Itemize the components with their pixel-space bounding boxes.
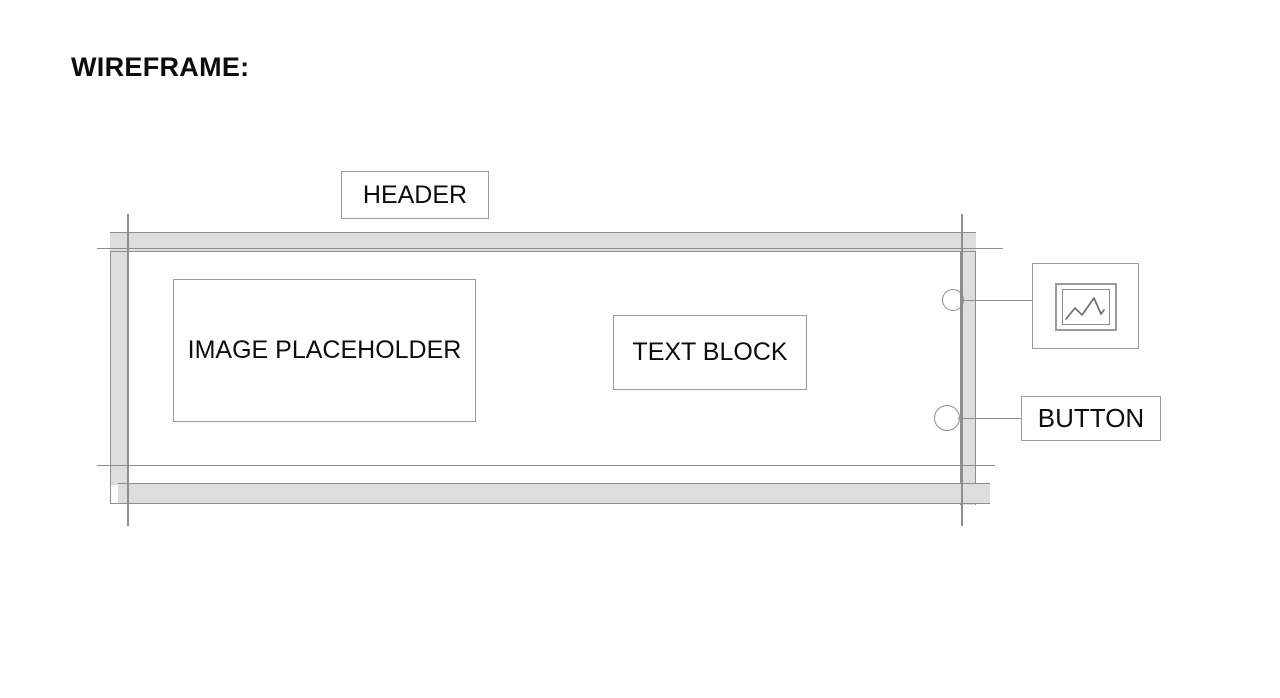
- page-title: WIREFRAME:: [71, 52, 250, 82]
- image-icon: [1062, 289, 1110, 325]
- guide-line-vertical-left: [127, 214, 129, 526]
- image-placeholder-text: IMAGE PLACEHOLDER: [187, 336, 462, 364]
- image-placeholder-box[interactable]: IMAGE PLACEHOLDER: [173, 279, 476, 422]
- footer-band: [118, 483, 990, 504]
- left-sidebar-band: [110, 237, 128, 485]
- header-band: [110, 232, 976, 252]
- header-label-box[interactable]: HEADER: [341, 171, 489, 219]
- callout-marker-image[interactable]: [942, 289, 964, 311]
- image-icon-callout-box[interactable]: [1032, 263, 1139, 349]
- callout-leader-line-image: [962, 300, 1033, 302]
- text-block-text: TEXT BLOCK: [632, 338, 788, 366]
- button-callout-box[interactable]: BUTTON: [1021, 396, 1161, 441]
- image-icon-frame: [1055, 283, 1117, 331]
- callout-marker-button[interactable]: [934, 405, 960, 431]
- header-label-text: HEADER: [362, 180, 468, 209]
- guide-line-horizontal-top: [97, 248, 1003, 250]
- callout-leader-line-button: [958, 418, 1022, 420]
- text-block-box[interactable]: TEXT BLOCK: [613, 315, 807, 390]
- button-callout-text: BUTTON: [1037, 403, 1145, 433]
- guide-line-vertical-right: [961, 214, 963, 526]
- right-sidebar-band: [960, 245, 976, 505]
- guide-line-horizontal-bottom: [97, 465, 995, 467]
